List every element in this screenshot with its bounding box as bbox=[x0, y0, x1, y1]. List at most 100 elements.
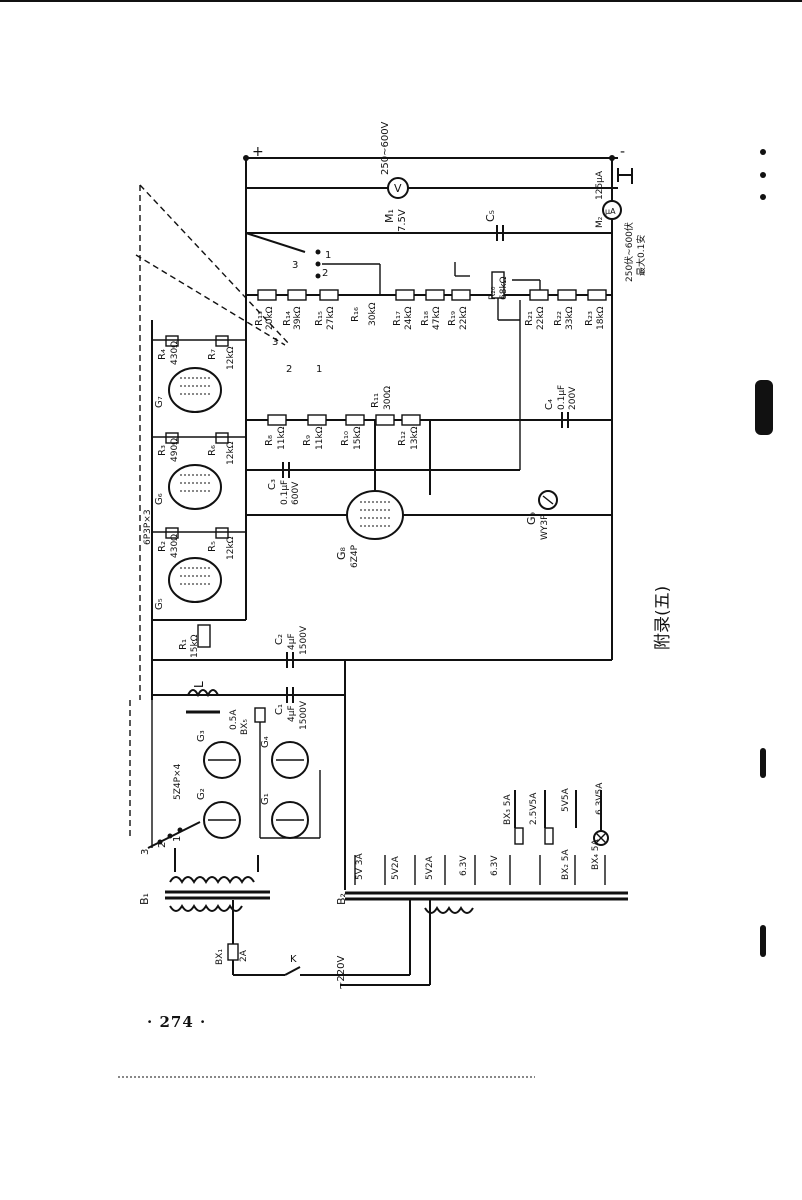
b2-tap-5: 6.3V bbox=[490, 855, 500, 876]
r4-value: 430Ω bbox=[170, 341, 180, 365]
r3-label: R₃ bbox=[157, 445, 168, 456]
r2-label: R₂ bbox=[157, 541, 168, 552]
r9-label: R₉ bbox=[302, 435, 313, 446]
selector-pos-2-upper: 2 bbox=[322, 268, 328, 279]
r18-value: 47kΩ bbox=[432, 306, 442, 330]
g9-label: G₉ bbox=[525, 512, 538, 525]
output-spec-line2: 最大0.1安 bbox=[635, 235, 647, 276]
r16-value: 30kΩ bbox=[368, 302, 378, 326]
r14-value: 39kΩ bbox=[293, 306, 303, 330]
mains-voltage-label: ~220V bbox=[336, 956, 347, 990]
r19-label: R₁₉ bbox=[447, 311, 458, 326]
g2-label: G₂ bbox=[196, 788, 207, 800]
g6-label: G₆ bbox=[154, 493, 165, 505]
m1-scale-label: 7.5V bbox=[397, 209, 408, 232]
selector-pos-3-mid: 3 bbox=[272, 337, 278, 348]
r13-label: R₁₃ bbox=[254, 311, 265, 326]
b2-tap-1: 5V 3A bbox=[355, 853, 365, 880]
bx2-label: BX₂ 5A bbox=[561, 848, 571, 880]
selector-pos-1-mid: 1 bbox=[316, 364, 322, 375]
bx1-label: BX₁ bbox=[215, 949, 225, 965]
r3-value: 490Ω bbox=[170, 438, 180, 462]
r1-value: 15kΩ bbox=[190, 634, 200, 658]
r9-value: 11kΩ bbox=[315, 426, 325, 450]
selector-pos-3-lower: 3 bbox=[140, 849, 151, 855]
g8-type: 6Z4P bbox=[350, 544, 360, 568]
r7-label: R₇ bbox=[207, 349, 218, 360]
r21-value: 22kΩ bbox=[536, 306, 546, 330]
r17-label: R₁₇ bbox=[392, 311, 403, 326]
r16-label: R₁₆ bbox=[350, 307, 361, 322]
c3-voltage: 600V bbox=[291, 481, 301, 505]
c3-value: 0.1μF bbox=[280, 480, 290, 505]
r23-label: R₂₃ bbox=[584, 311, 595, 326]
b1-label: B₁ bbox=[138, 893, 151, 905]
b2-label: B₂ bbox=[335, 893, 348, 905]
microammeter-symbol: μA bbox=[605, 207, 616, 216]
r11-label: R₁₁ bbox=[370, 393, 381, 408]
scan-top-border bbox=[0, 0, 802, 2]
page-number: · 274 · bbox=[147, 1013, 207, 1031]
r13-value: 20kΩ bbox=[265, 306, 275, 330]
r19-value: 22kΩ bbox=[459, 306, 469, 330]
r5-value: 12kΩ bbox=[226, 536, 236, 560]
g5-label: G₅ bbox=[154, 598, 165, 610]
c4-value: 0.1μF bbox=[557, 385, 567, 410]
bx5-label: BX₅ bbox=[240, 719, 250, 735]
output-plus-label: + bbox=[252, 144, 264, 160]
m2-label: M₂ bbox=[595, 216, 605, 228]
r20-value: 68kΩ bbox=[499, 276, 509, 300]
bx5-rating: 0.5A bbox=[229, 709, 239, 730]
r23-value: 18kΩ bbox=[596, 306, 606, 330]
output-minus-label: - bbox=[620, 144, 625, 160]
output-range-label: 250~600V bbox=[380, 121, 391, 175]
inductor-label: L bbox=[192, 681, 206, 688]
c1-voltage: 1500V bbox=[299, 700, 309, 730]
b2-tap-7: 5V5A bbox=[561, 787, 571, 812]
r20-label: R₂₀ bbox=[488, 286, 498, 300]
m2-rating-label: 125μA bbox=[595, 170, 605, 200]
appendix-title: 附录(五) bbox=[653, 586, 673, 650]
c2-label: C₂ bbox=[274, 634, 285, 645]
g4-label: G₄ bbox=[260, 736, 271, 748]
b2-tap-2: 5V2A bbox=[391, 855, 401, 880]
voltmeter-symbol: V bbox=[394, 182, 402, 195]
r15-value: 27kΩ bbox=[326, 306, 336, 330]
selector-pos-2-lower: 2 bbox=[157, 842, 168, 848]
bx4-label: BX₄ 5A bbox=[591, 838, 601, 870]
rectifier-type: 5Z4P×4 bbox=[173, 763, 183, 800]
m1-label: M₁ bbox=[383, 209, 396, 223]
c3-label: C₃ bbox=[267, 479, 278, 490]
r2-value: 430Ω bbox=[170, 534, 180, 558]
bx3-label: BX₃ 5A bbox=[503, 793, 513, 825]
c1-value: 4μF bbox=[287, 705, 297, 722]
c4-voltage: 200V bbox=[568, 386, 578, 410]
b2-tap-8: 6.3V5A bbox=[595, 782, 605, 815]
r6-value: 12kΩ bbox=[226, 441, 236, 465]
g1-label: G₁ bbox=[260, 793, 271, 805]
r11-value: 300Ω bbox=[383, 386, 393, 410]
r8-label: R₈ bbox=[264, 435, 275, 446]
c2-voltage: 1500V bbox=[299, 625, 309, 655]
selector-pos-3-upper: 3 bbox=[292, 260, 298, 271]
r10-label: R₁₀ bbox=[340, 431, 351, 446]
selector-pos-2-mid: 2 bbox=[286, 364, 292, 375]
r22-label: R₂₂ bbox=[553, 311, 564, 326]
b2-tap-3: 5V2A bbox=[425, 855, 435, 880]
r8-value: 11kΩ bbox=[277, 426, 287, 450]
g9-type: WY3P bbox=[540, 514, 550, 540]
selector-pos-1-lower: 1 bbox=[172, 836, 183, 842]
r1-label: R₁ bbox=[178, 639, 189, 650]
c5-label: C₅ bbox=[484, 210, 497, 222]
r22-value: 33kΩ bbox=[565, 306, 575, 330]
g8-label: G₈ bbox=[335, 546, 348, 560]
r5-label: R₅ bbox=[207, 541, 218, 552]
r12-label: R₁₂ bbox=[397, 431, 408, 446]
b2-tap-6: 2.5V5A bbox=[529, 792, 539, 825]
r18-label: R₁₈ bbox=[420, 311, 431, 326]
r17-value: 24kΩ bbox=[404, 306, 414, 330]
g3-label: G₃ bbox=[196, 730, 207, 742]
r7-value: 12kΩ bbox=[226, 346, 236, 370]
r21-label: R₂₁ bbox=[524, 311, 535, 326]
